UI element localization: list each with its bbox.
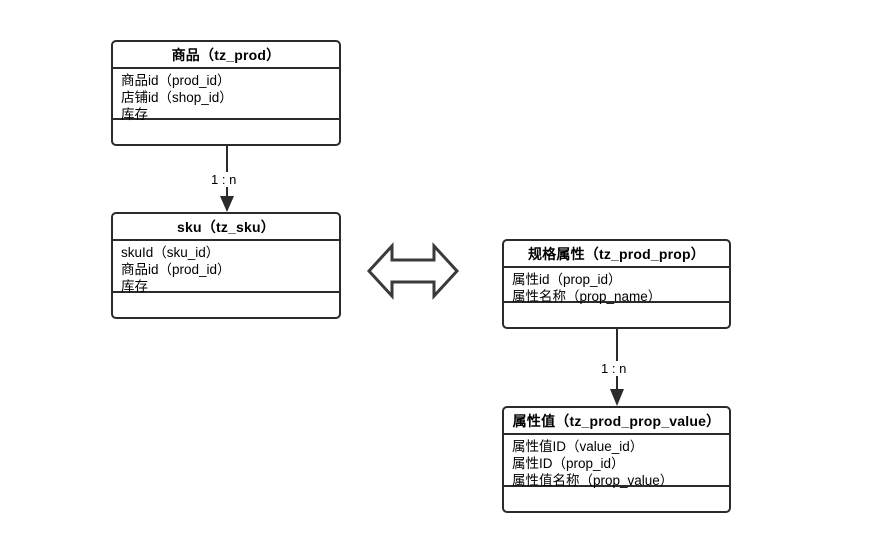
entity-tz-prod[interactable]: 商品（tz_prod） 商品id（prod_id） 店铺id（shop_id） …: [111, 40, 341, 146]
entity-field: 库存: [121, 107, 148, 122]
entity-tz-prod-prop-value-fields: 属性值ID（value_id） 属性ID（prop_id） 属性值名称（prop…: [504, 435, 729, 488]
entity-tz-sku-footer: [113, 293, 339, 317]
cardinality-label-prop-prop-value: 1 : n: [601, 361, 635, 376]
connector-prod-to-sku: [216, 144, 238, 214]
entity-tz-prod-title: 商品（tz_prod）: [113, 42, 339, 69]
connector-prop-to-prop-value: [606, 327, 628, 409]
entity-tz-prod-prop[interactable]: 规格属性（tz_prod_prop） 属性id（prop_id） 属性名称（pr…: [502, 239, 731, 329]
entity-field: 属性值ID（value_id）: [512, 439, 644, 454]
cardinality-label-prod-sku: 1 : n: [211, 172, 245, 187]
entity-field: 店铺id（shop_id）: [121, 90, 233, 105]
entity-field: 属性id（prop_id）: [512, 272, 622, 287]
entity-field: 属性ID（prop_id）: [512, 456, 625, 471]
entity-tz-prod-prop-value-footer: [504, 487, 729, 511]
entity-tz-prod-prop-fields: 属性id（prop_id） 属性名称（prop_name）: [504, 268, 729, 304]
entity-tz-sku-fields: skuId（sku_id） 商品id（prod_id） 库存: [113, 241, 339, 294]
double-headed-arrow-icon: [366, 236, 460, 306]
entity-field: 库存: [121, 279, 148, 294]
entity-tz-prod-prop-value[interactable]: 属性值（tz_prod_prop_value） 属性值ID（value_id） …: [502, 406, 731, 513]
entity-field: skuId（sku_id）: [121, 245, 220, 260]
entity-tz-sku[interactable]: sku（tz_sku） skuId（sku_id） 商品id（prod_id） …: [111, 212, 341, 319]
entity-field: 商品id（prod_id）: [121, 262, 231, 277]
entity-field: 属性名称（prop_name）: [512, 289, 662, 304]
entity-tz-prod-fields: 商品id（prod_id） 店铺id（shop_id） 库存: [113, 69, 339, 122]
entity-tz-prod-prop-value-title: 属性值（tz_prod_prop_value）: [504, 408, 729, 435]
entity-tz-sku-title: sku（tz_sku）: [113, 214, 339, 241]
entity-tz-prod-footer: [113, 120, 339, 144]
entity-tz-prod-prop-title: 规格属性（tz_prod_prop）: [504, 241, 729, 268]
entity-field: 属性值名称（prop_value）: [512, 473, 674, 488]
entity-field: 商品id（prod_id）: [121, 73, 231, 88]
entity-tz-prod-prop-footer: [504, 303, 729, 327]
